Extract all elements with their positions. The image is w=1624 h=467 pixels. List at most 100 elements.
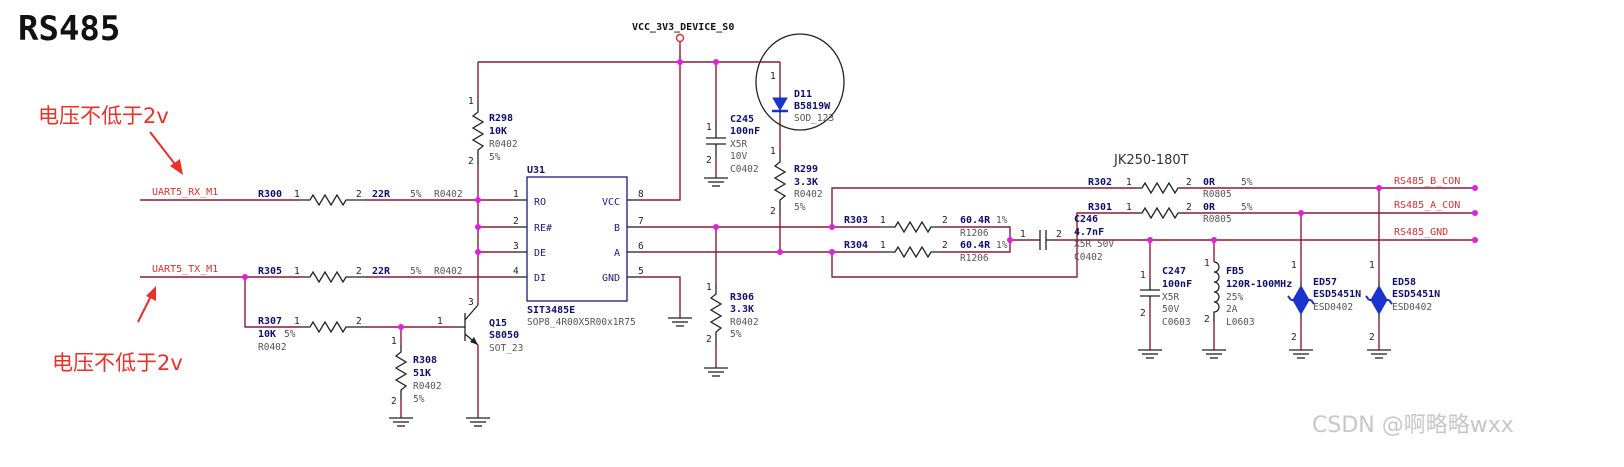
u31-pin-name: GND bbox=[602, 273, 620, 284]
r304-tol: 1% bbox=[996, 240, 1008, 251]
r303-pin2: 2 bbox=[942, 215, 948, 226]
ground-icon bbox=[389, 417, 413, 427]
c245-pin1: 1 bbox=[706, 122, 712, 133]
r307-pin1: 1 bbox=[294, 316, 300, 327]
r301-pin2: 2 bbox=[1186, 202, 1192, 213]
c245-ref: C245 bbox=[730, 114, 754, 125]
r307-ref: R307 bbox=[258, 316, 282, 327]
vcc-net-label: VCC_3V3_DEVICE_S0 bbox=[632, 22, 734, 33]
capacitor-c246: 1 2 C246 4.7nF X5R 50V C0402 bbox=[1020, 214, 1114, 263]
ferrite-fb5: 1 2 FB5 120R-100MHz 25% 2A L0603 bbox=[1204, 258, 1292, 328]
r303-pin1: 1 bbox=[880, 215, 886, 226]
r307-value: 10K bbox=[258, 329, 276, 340]
resistor-r307: R307 1 2 10K 5% R0402 bbox=[258, 316, 365, 353]
r308-ref: R308 bbox=[413, 355, 437, 366]
r302-pin2: 2 bbox=[1186, 177, 1192, 188]
u31-part: SIT3485E bbox=[527, 305, 575, 316]
fb5-current: 2A bbox=[1226, 304, 1238, 315]
ed58-part: ESD5451N bbox=[1392, 289, 1440, 300]
capacitor-c245: 1 2 C245 100nF X5R 10V C0402 bbox=[706, 114, 760, 175]
c247-value: 100nF bbox=[1162, 279, 1192, 290]
r307-pin2: 2 bbox=[356, 316, 362, 327]
net-label-rs485-b: RS485_B_CON bbox=[1394, 176, 1460, 187]
c246-spec: X5R 50V bbox=[1074, 239, 1114, 250]
annotation-arrow-top bbox=[149, 131, 183, 175]
u31-pin-name: B bbox=[614, 223, 620, 234]
voltage-note-bottom: 电压不低于2v bbox=[52, 351, 183, 375]
u31-pin-name: RE# bbox=[534, 223, 552, 234]
schematic-title: RS485 bbox=[18, 9, 120, 49]
r301-pkg: R0805 bbox=[1203, 214, 1232, 225]
diode-d11: 1 D11 B5819W SOD_123 bbox=[755, 33, 845, 131]
d11-pin1: 1 bbox=[770, 71, 776, 82]
ground-icon bbox=[1202, 349, 1226, 359]
voltage-note-top: 电压不低于2v bbox=[38, 104, 169, 128]
watermark: CSDN @啊略略wxx bbox=[1312, 413, 1514, 438]
r303-pkg: R1206 bbox=[960, 228, 989, 239]
u31-pin-num: 6 bbox=[638, 241, 644, 252]
u31-pin-name: DE bbox=[534, 248, 546, 259]
ed57-pin2: 2 bbox=[1291, 332, 1297, 343]
junction-dots bbox=[242, 59, 1478, 330]
r299-pin1: 1 bbox=[770, 146, 776, 157]
r308-pkg: R0402 bbox=[413, 381, 442, 392]
ed57-part: ESD5451N bbox=[1313, 289, 1361, 300]
r307-pkg: R0402 bbox=[258, 342, 287, 353]
r301-tol: 5% bbox=[1241, 202, 1253, 213]
r299-pin2: 2 bbox=[770, 206, 776, 217]
r300-value: 22R bbox=[372, 189, 391, 200]
ed57-ref: ED57 bbox=[1313, 277, 1337, 288]
vcc-power-port: VCC_3V3_DEVICE_S0 bbox=[632, 22, 734, 43]
r306-tol: 5% bbox=[730, 329, 742, 340]
c247-pkg: C0603 bbox=[1162, 317, 1191, 328]
wires bbox=[140, 42, 1475, 418]
c246-ref: C246 bbox=[1074, 214, 1098, 225]
r304-ref: R304 bbox=[844, 240, 868, 251]
r308-tol: 5% bbox=[413, 394, 425, 405]
fb5-ref: FB5 bbox=[1226, 266, 1244, 277]
r307-tol: 5% bbox=[284, 329, 296, 340]
fb5-value: 120R-100MHz bbox=[1226, 279, 1292, 290]
r303-tol: 1% bbox=[996, 215, 1008, 226]
d11-pkg: SOD_123 bbox=[794, 113, 834, 124]
fb5-pin1: 1 bbox=[1204, 258, 1210, 269]
r304-pin2: 2 bbox=[942, 240, 948, 251]
r298-pin1: 1 bbox=[468, 96, 474, 107]
resistor-r298: 1 2 R298 10K R0402 5% bbox=[468, 96, 518, 167]
net-label-rs485-a: RS485_A_CON bbox=[1394, 200, 1460, 211]
fb5-tol: 25% bbox=[1226, 292, 1243, 303]
resistor-r306: 1 2 R306 3.3K R0402 5% bbox=[706, 282, 759, 345]
r298-pkg: R0402 bbox=[489, 139, 518, 150]
r305-ref: R305 bbox=[258, 266, 282, 277]
resistor-r308: 1 2 R308 51K R0402 5% bbox=[391, 336, 442, 407]
u31-pin-name: RO bbox=[534, 197, 546, 208]
ground-icon bbox=[668, 317, 692, 327]
c246-pin2: 2 bbox=[1056, 229, 1062, 240]
r305-value: 22R bbox=[372, 266, 391, 277]
r299-value: 3.3K bbox=[794, 177, 818, 188]
r308-pin1: 1 bbox=[391, 336, 397, 347]
u31-pin-num: 4 bbox=[513, 266, 519, 277]
c245-value: 100nF bbox=[730, 126, 760, 137]
r299-pkg: R0402 bbox=[794, 189, 823, 200]
r302-tol: 5% bbox=[1241, 177, 1253, 188]
r300-pin1: 1 bbox=[294, 189, 300, 200]
c247-pin2: 2 bbox=[1140, 308, 1146, 319]
d11-highlight-circle bbox=[755, 33, 845, 131]
r298-tol: 5% bbox=[489, 152, 501, 163]
ground-icon bbox=[1138, 349, 1162, 359]
u31-pin-num: 5 bbox=[638, 266, 644, 277]
r298-ref: R298 bbox=[489, 113, 513, 124]
u31-pin-num: 2 bbox=[513, 216, 519, 227]
resistor-r305: R305 1 2 22R 5% R0402 bbox=[258, 266, 463, 284]
c246-pkg: C0402 bbox=[1074, 252, 1103, 263]
r305-pin2: 2 bbox=[356, 266, 362, 277]
r301-value: 0R bbox=[1203, 202, 1216, 213]
resistor-r300: R300 1 2 22R 5% R0402 bbox=[258, 189, 463, 207]
r302-value: 0R bbox=[1203, 177, 1216, 188]
c245-voltage: 10V bbox=[730, 151, 747, 162]
r306-pin2: 2 bbox=[706, 334, 712, 345]
resistor-r303: R303 1 2 60.4R 1% R1206 bbox=[844, 215, 1008, 239]
q15-pkg: SOT_23 bbox=[489, 343, 523, 354]
r302-pin1: 1 bbox=[1126, 177, 1132, 188]
